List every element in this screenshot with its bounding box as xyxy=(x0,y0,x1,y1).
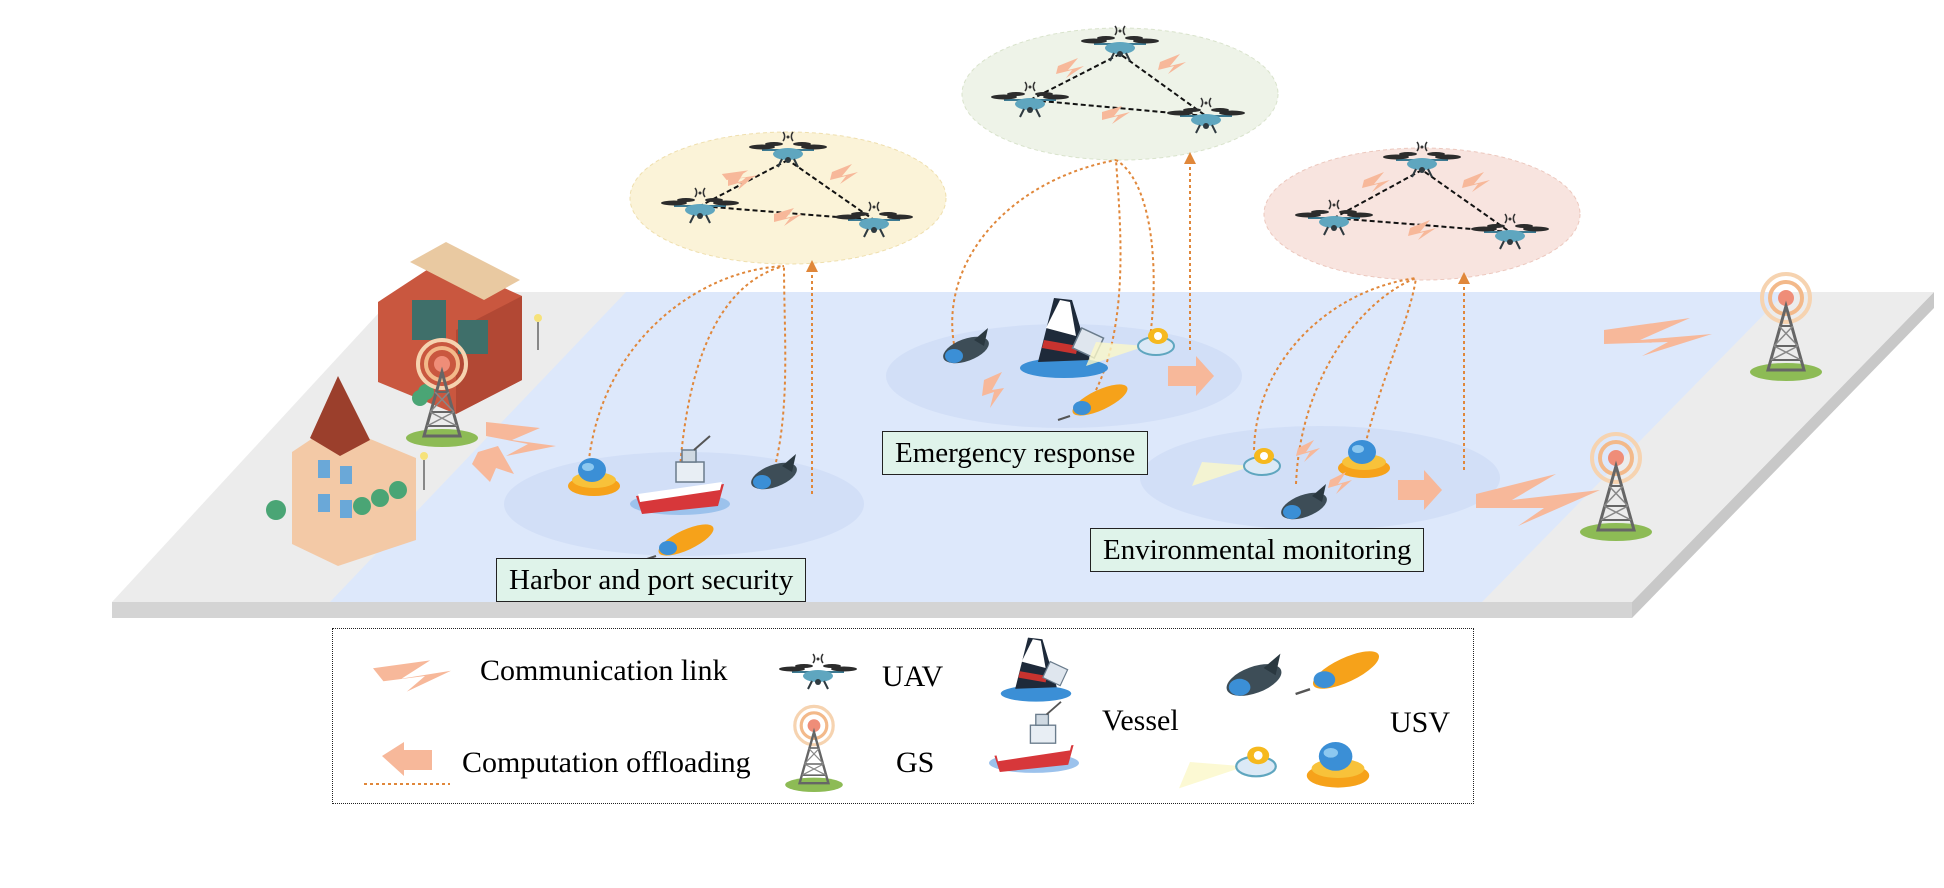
label-harbor: Harbor and port security xyxy=(496,558,807,602)
uav-cluster-environmental xyxy=(1263,141,1581,281)
offloading-arrow-icon xyxy=(382,742,432,776)
legend-uav: UAV xyxy=(882,660,944,693)
legend-communication-link: Communication link xyxy=(480,654,728,687)
offloading-lines xyxy=(587,152,1470,494)
emergency-vehicles xyxy=(939,297,1175,423)
legend-computation-offloading: Computation offloading xyxy=(462,746,751,779)
legend-gs: GS xyxy=(896,746,935,779)
uav-cluster-harbor xyxy=(629,131,947,265)
cluster-links xyxy=(728,54,1490,240)
legend xyxy=(332,628,1474,804)
uav-cluster-emergency xyxy=(961,25,1279,161)
label-emergency: Emergency response xyxy=(882,431,1149,475)
legend-usv: USV xyxy=(1390,706,1451,739)
city-buildings xyxy=(266,242,542,566)
environmental-vehicles xyxy=(1191,440,1390,525)
legend-icons xyxy=(364,636,1385,794)
offloading-arrows xyxy=(472,356,1442,510)
communication-links xyxy=(486,318,1712,526)
label-environmental: Environmental monitoring xyxy=(1090,528,1425,572)
legend-vessel: Vessel xyxy=(1102,704,1179,737)
